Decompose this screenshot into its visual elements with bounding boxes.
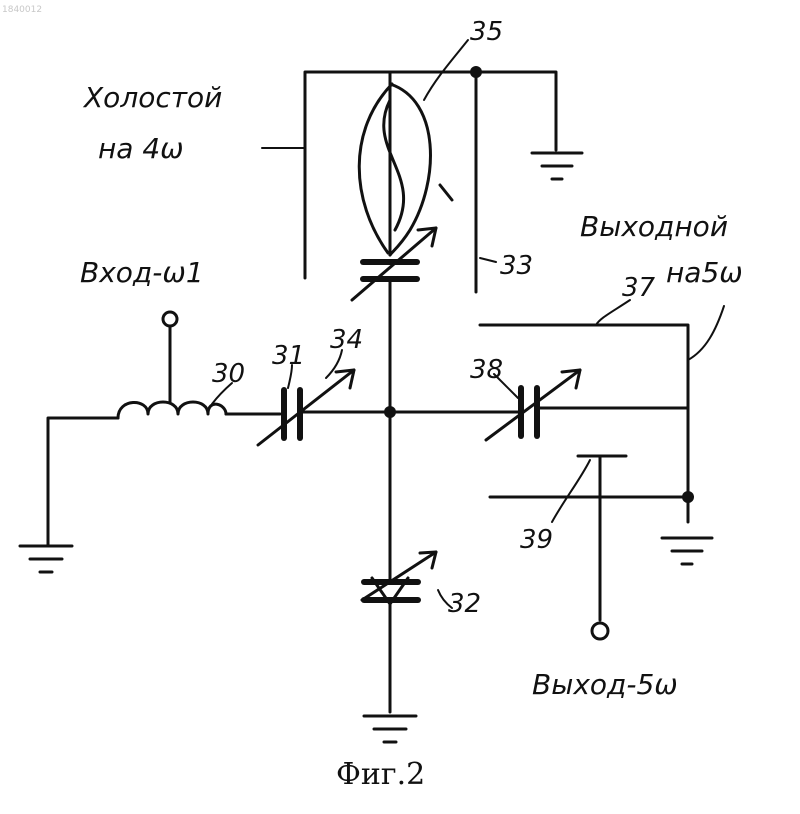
document-number: 1840012 bbox=[2, 5, 42, 15]
idle-line-label-1: Холостой bbox=[82, 81, 222, 114]
inductor-30 bbox=[118, 402, 280, 418]
ref-34: 34 bbox=[330, 325, 363, 355]
input-capacitor-31 bbox=[258, 370, 390, 445]
ref-33: 33 bbox=[500, 251, 533, 281]
ref-39: 39 bbox=[520, 525, 553, 555]
input-tap-terminal bbox=[163, 312, 177, 402]
idle-line-label-2: на 4ω bbox=[98, 132, 184, 165]
output-label: Выход-5ω bbox=[532, 668, 678, 701]
leader-output-line bbox=[688, 306, 724, 360]
ground-symbol-top-right bbox=[532, 153, 582, 179]
ref-35: 35 bbox=[470, 17, 503, 47]
leader-37 bbox=[596, 300, 630, 325]
input-ground-wire bbox=[20, 418, 118, 572]
figure-caption: Фиг.2 bbox=[336, 757, 425, 792]
output-line-label-1: Выходной bbox=[580, 210, 728, 243]
varactor-32 bbox=[362, 412, 436, 742]
idle-loop-35 bbox=[359, 72, 452, 255]
ref-37: 37 bbox=[622, 273, 656, 303]
tuning-capacitor-34 bbox=[352, 228, 436, 410]
input-label: Вход-ω1 bbox=[80, 256, 204, 289]
ref-30: 30 bbox=[212, 359, 245, 389]
output-line-label-2: на5ω bbox=[666, 256, 743, 289]
leader-39 bbox=[552, 460, 590, 522]
leader-33 bbox=[480, 258, 496, 262]
ref-38: 38 bbox=[470, 355, 503, 385]
output-capacitor-38 bbox=[390, 370, 688, 440]
output-line-37 bbox=[480, 325, 712, 564]
ref-31: 31 bbox=[272, 341, 305, 371]
output-stub-39 bbox=[578, 456, 626, 639]
ref-32: 32 bbox=[448, 589, 481, 619]
leader-35 bbox=[424, 40, 468, 100]
